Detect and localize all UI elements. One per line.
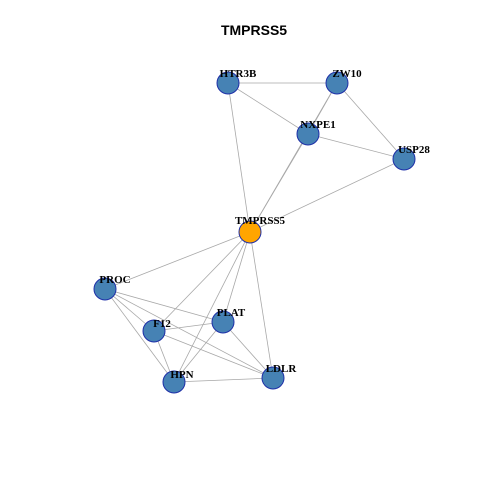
edge-f12-plat [153, 321, 224, 332]
node-circle[interactable] [261, 366, 285, 390]
edge-f12-ldlr [153, 330, 274, 379]
node-circle[interactable] [216, 71, 240, 95]
node-zw10[interactable]: ZW10 [325, 68, 362, 95]
edge-proc-plat [104, 288, 224, 323]
node-htr3b[interactable]: HTR3B [216, 68, 257, 95]
node-usp28[interactable]: USP28 [392, 144, 430, 171]
node-label: HPN [170, 369, 193, 381]
node-plat[interactable]: PLAT [211, 307, 246, 334]
node-circle[interactable] [238, 220, 262, 244]
edge-proc-ldlr [104, 288, 274, 379]
node-hpn[interactable]: HPN [162, 369, 194, 394]
node-circle[interactable] [162, 370, 186, 394]
node-label: USP28 [398, 144, 430, 156]
edge-htr3b-tmprss5 [227, 82, 251, 233]
edge-hpn-ldlr [173, 377, 274, 383]
node-label: PLAT [217, 307, 246, 319]
edge-plat-hpn [173, 321, 224, 383]
edge-tmprss5-plat [222, 231, 251, 323]
node-label: LDLR [266, 363, 298, 375]
node-label: ZW10 [332, 68, 362, 80]
node-label: TMPRSS5 [235, 215, 286, 227]
node-tmprss5[interactable]: TMPRSS5 [235, 215, 286, 244]
edge-zw10-usp28 [336, 82, 405, 160]
node-proc[interactable]: PROC [93, 274, 131, 301]
node-label: HTR3B [220, 68, 257, 80]
node-f12[interactable]: F12 [142, 318, 171, 343]
node-label: F12 [153, 318, 171, 330]
node-label: PROC [99, 274, 130, 286]
node-circle[interactable] [142, 319, 166, 343]
edge-plat-ldlr [222, 321, 274, 379]
node-circle[interactable] [392, 147, 416, 171]
edge-tmprss5-proc [104, 231, 251, 290]
edge-tmprss5-ldlr [249, 231, 274, 379]
edge-htr3b-nxpe1 [227, 82, 309, 135]
edge-proc-hpn [104, 288, 175, 383]
node-circle[interactable] [296, 122, 320, 146]
edge-tmprss5-hpn [173, 231, 251, 383]
edge-nxpe1-tmprss5 [249, 133, 309, 233]
graph-title: TMPRSS5 [221, 22, 287, 38]
node-label: NXPE1 [300, 119, 335, 131]
node-circle[interactable] [325, 71, 349, 95]
node-circle[interactable] [211, 310, 235, 334]
node-nxpe1[interactable]: NXPE1 [296, 119, 336, 146]
node-circle[interactable] [93, 277, 117, 301]
edge-usp28-tmprss5 [249, 158, 405, 233]
edge-tmprss5-f12 [153, 231, 251, 332]
edge-nxpe1-usp28 [307, 133, 405, 160]
edge-layer [104, 82, 405, 383]
node-ldlr[interactable]: LDLR [261, 363, 298, 390]
